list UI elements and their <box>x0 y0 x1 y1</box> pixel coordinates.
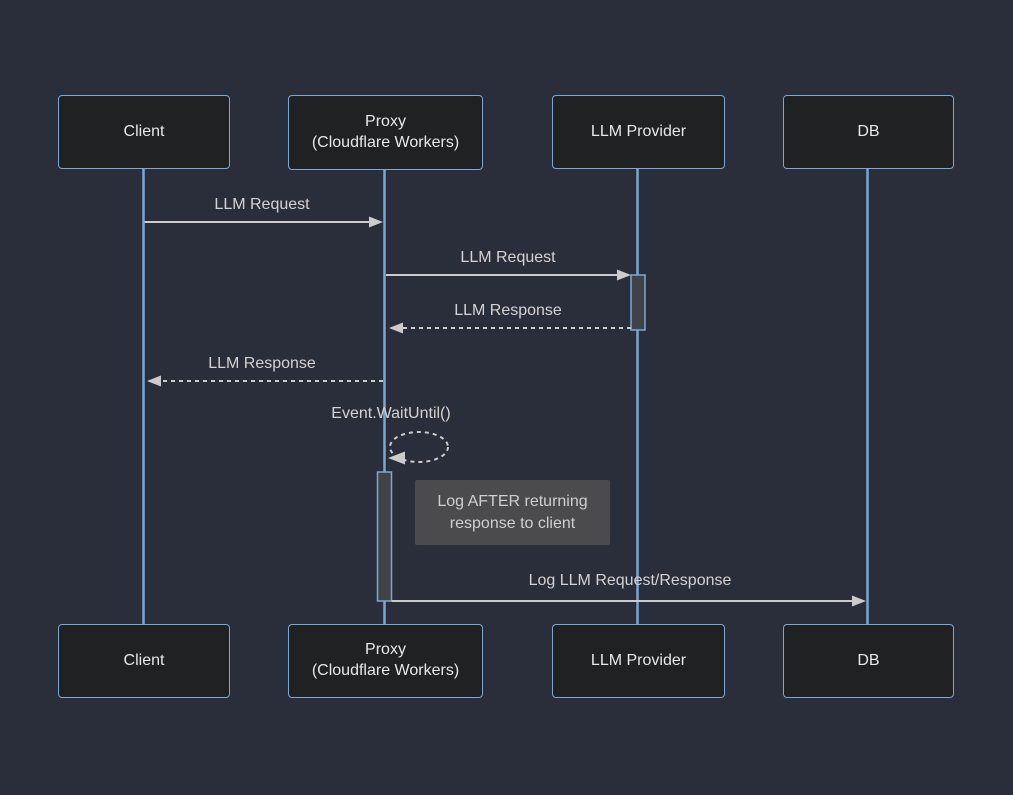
participant-top-proxy: Proxy (Cloudflare Workers) <box>288 95 483 170</box>
participant-bottom-db: DB <box>783 624 954 698</box>
participant-label: DB <box>857 122 880 140</box>
participant-sublabel: (Cloudflare Workers) <box>311 133 460 151</box>
participant-top-db: DB <box>783 95 954 169</box>
arrowhead-event-waituntil <box>388 451 405 465</box>
participant-bottom-client: Client <box>58 624 230 698</box>
participant-label: Proxy <box>365 641 406 659</box>
participant-label: Client <box>123 122 165 140</box>
arrowhead-llm-request-1 <box>369 216 383 228</box>
participant-bottom-proxy: Proxy (Cloudflare Workers) <box>288 624 483 698</box>
activation-bar-llm-provider <box>630 274 646 331</box>
participant-label: DB <box>857 651 880 669</box>
participant-label: LLM Provider <box>590 651 687 669</box>
participant-label: Client <box>123 651 165 669</box>
participant-top-client: Client <box>58 95 230 169</box>
message-label-llm-response-1: LLM Response <box>454 302 562 319</box>
message-label-llm-response-2: LLM Response <box>208 355 316 372</box>
arrowhead-llm-request-2 <box>617 269 631 281</box>
message-label-llm-request-1: LLM Request <box>214 196 310 213</box>
arrowhead-llm-response-1 <box>389 322 403 334</box>
participant-sublabel: (Cloudflare Workers) <box>311 662 460 679</box>
participant-top-llm-provider: LLM Provider <box>552 95 725 169</box>
note-log-after-returning: Log AFTER returning response to client <box>415 480 610 545</box>
activation-bar-proxy <box>376 471 393 602</box>
message-label-log-llm: Log LLM Request/Response <box>528 572 732 589</box>
arrowhead-llm-response-2 <box>147 375 161 387</box>
participant-label: Proxy <box>365 112 406 130</box>
note-line-2: response to client <box>449 514 576 532</box>
message-label-event-waituntil: Event.WaitUntil() <box>331 405 451 422</box>
arrowhead-log-llm <box>852 595 866 607</box>
participant-bottom-llm-provider: LLM Provider <box>552 624 725 698</box>
note-line-1: Log AFTER returning <box>437 492 588 510</box>
participant-label: LLM Provider <box>590 122 687 140</box>
message-label-llm-request-2: LLM Request <box>460 249 556 266</box>
self-loop-event-waituntil <box>389 431 449 463</box>
